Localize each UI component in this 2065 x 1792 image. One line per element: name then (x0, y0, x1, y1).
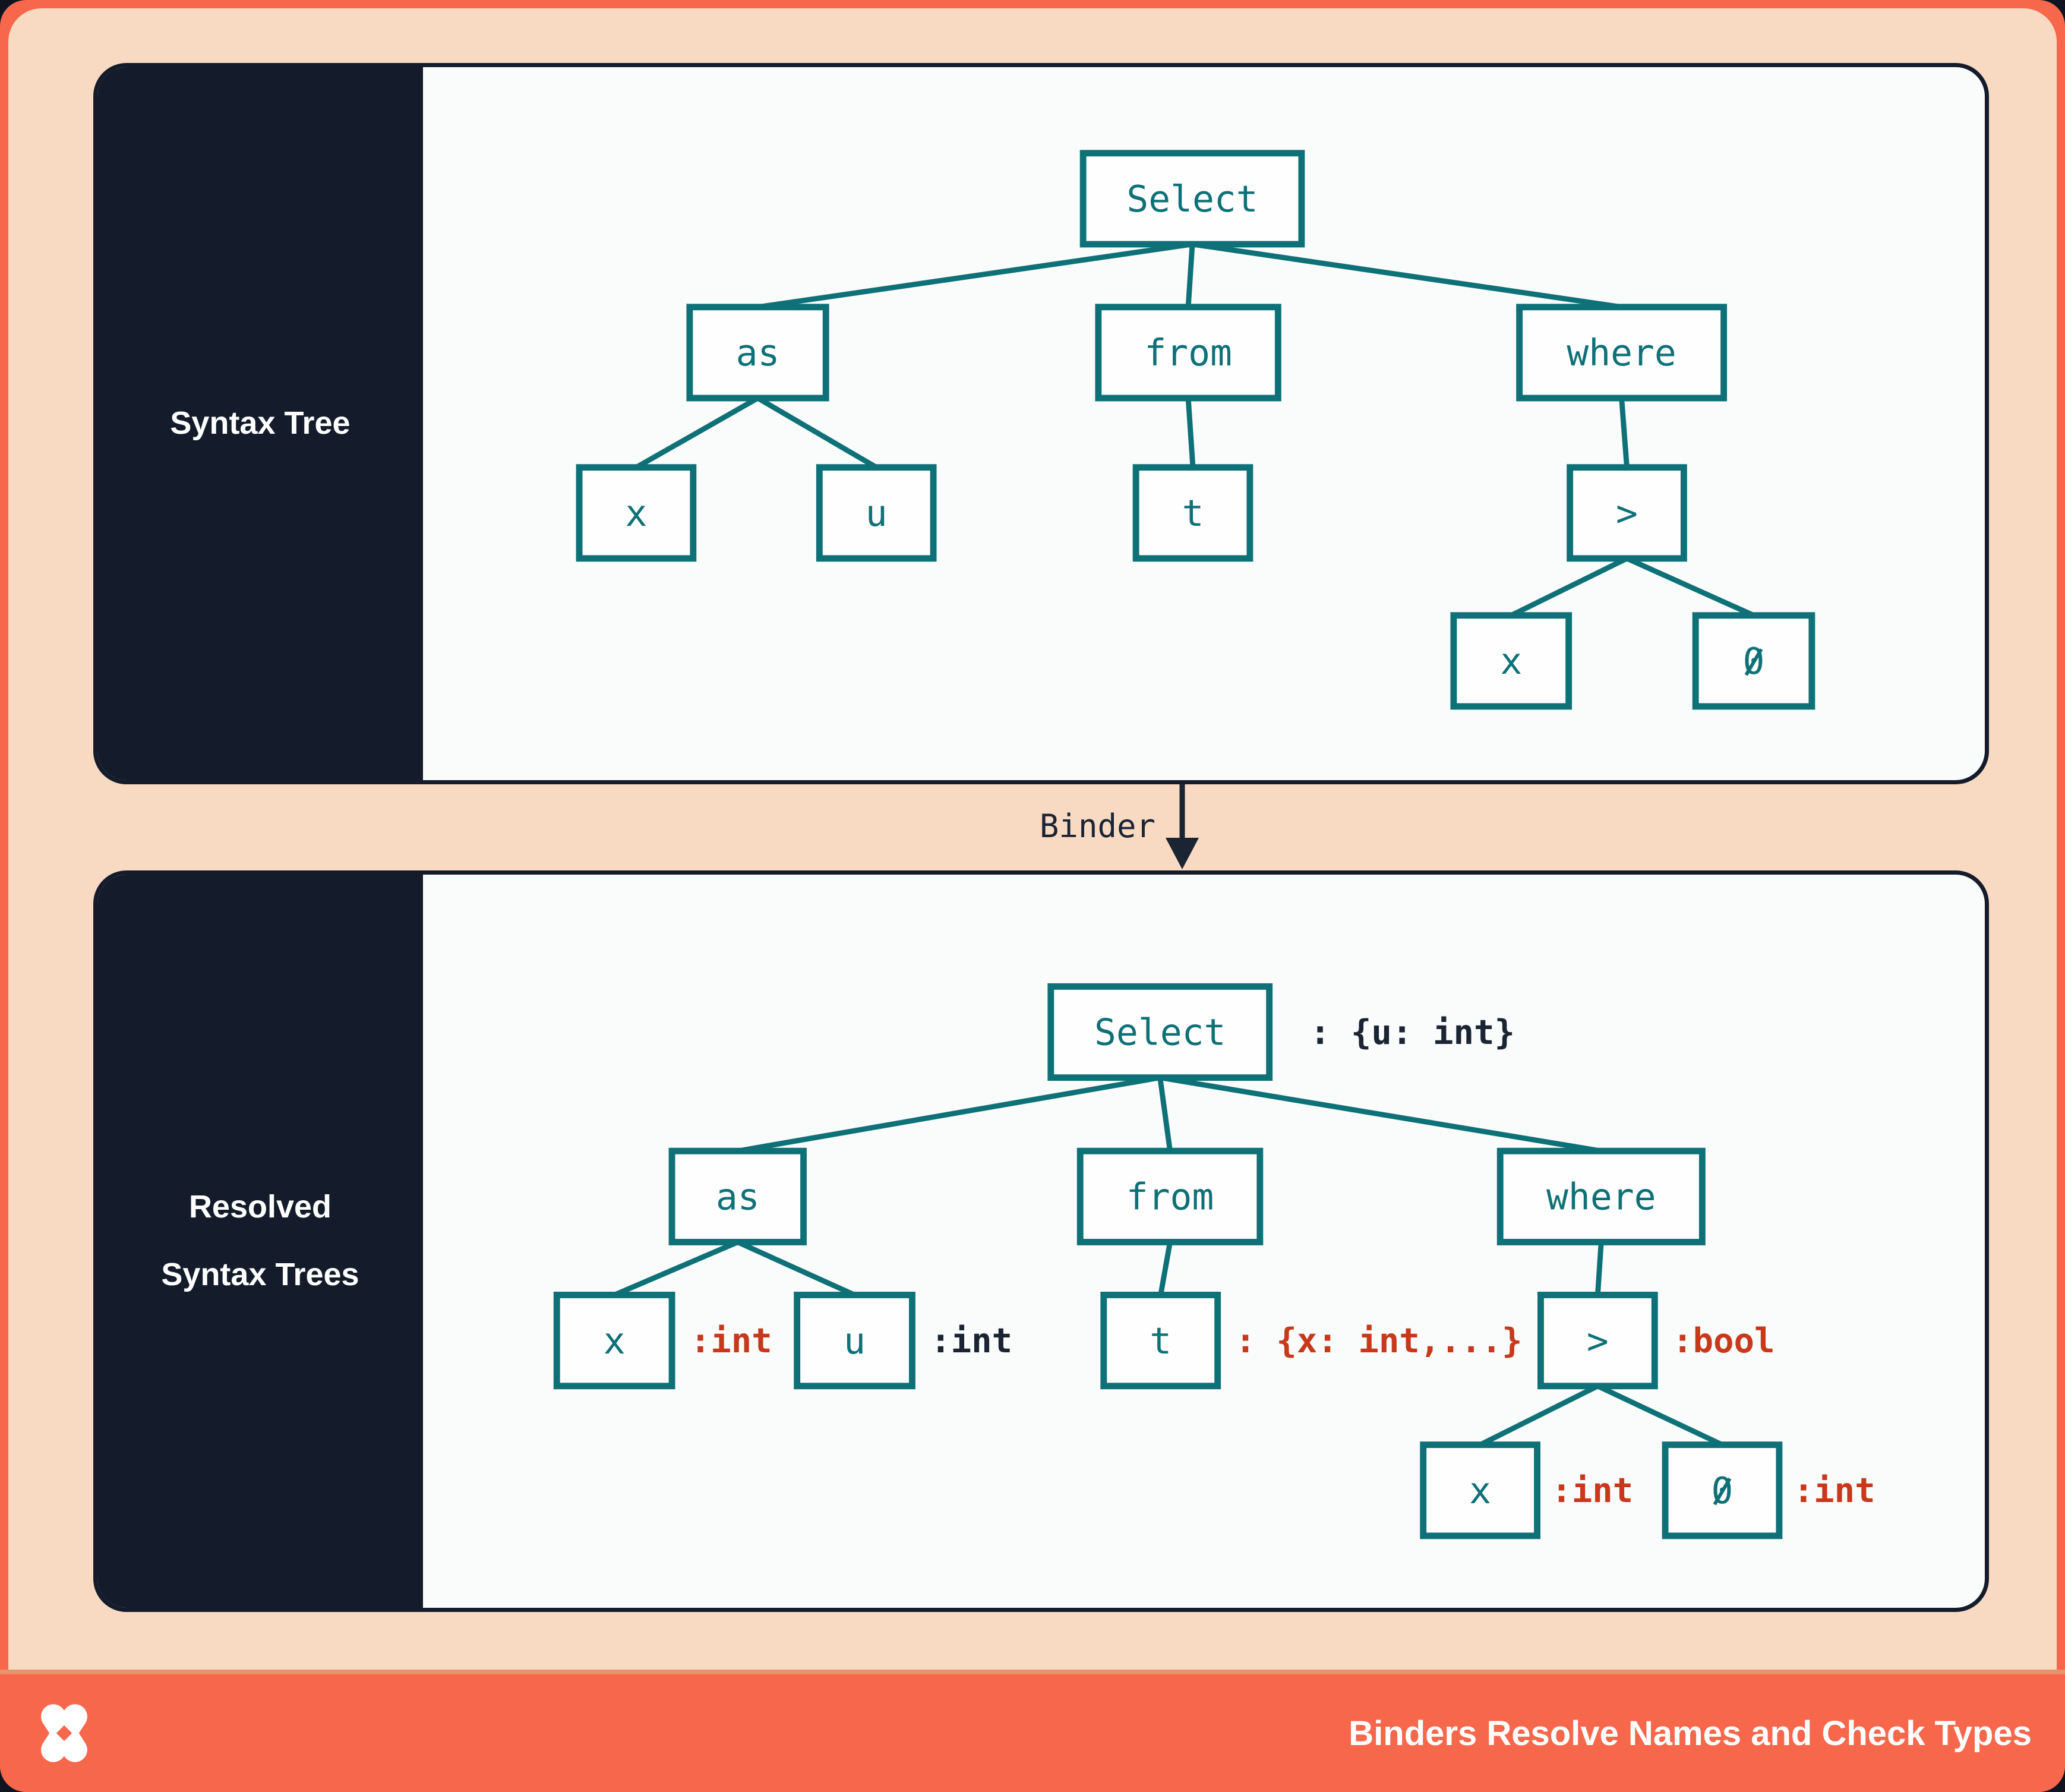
edge-from-t (1158, 1241, 1173, 1296)
edge-as-x1 (634, 396, 759, 470)
tree-node-from: from (1076, 1147, 1264, 1245)
tree-node-select: Select (1079, 150, 1305, 248)
resolved-syntax-trees-panel: Resolved Syntax Trees Select : {u: int} as… (93, 870, 1989, 1612)
tree-node-label-x3: x (1469, 1470, 1491, 1512)
tree-node-gt: > :bool (1537, 1292, 1775, 1390)
tree-node-where: where (1516, 304, 1728, 402)
edge-select-as (757, 241, 1193, 310)
edge-where-gt (1619, 397, 1630, 468)
edge-as-x1 (613, 1239, 739, 1298)
tree-node-x1: x (576, 464, 697, 562)
tree-node-where: where (1496, 1147, 1706, 1245)
edge-where-gt (1594, 1242, 1604, 1295)
tree-node-label-where: where (1567, 332, 1676, 374)
binder-arrow-icon (1166, 784, 1199, 869)
edge-as-u (736, 1239, 856, 1298)
tree-node-label-u: u (866, 493, 888, 535)
edge-select-from (1157, 1077, 1173, 1151)
tree-node-label-select: Select (1094, 1012, 1226, 1054)
tree-node-x2: x (1450, 612, 1573, 710)
binder-transition: Binder (0, 784, 2065, 870)
x-pinwheel-logo-icon (41, 1704, 87, 1762)
syntax-tree-panel-sidebar: Syntax Tree (97, 67, 423, 780)
resolved-panel-label-line2: Syntax Trees (161, 1257, 359, 1292)
tree-node-t: t : {x: int,...} (1100, 1292, 1522, 1390)
binder-label: Binder (1039, 807, 1155, 845)
syntax-tree-panel-label: Syntax Tree (170, 405, 351, 441)
tree-node-label-from: from (1126, 1176, 1214, 1219)
tree-node-from: from (1095, 304, 1281, 402)
tree-node-label-x1: x (604, 1320, 626, 1362)
resolved-panel-sidebar: Resolved Syntax Trees (97, 875, 423, 1608)
tree-node-x3: x :int (1420, 1441, 1633, 1539)
tree-node-gt: > (1567, 464, 1687, 562)
type-annotation-gt: :bool (1672, 1321, 1775, 1361)
edge-gt-x2 (1510, 556, 1628, 618)
tree-node-label-x2: x (1500, 641, 1522, 683)
tree-node-u: u (816, 464, 937, 562)
tree-node-select: Select : {u: int} (1047, 983, 1515, 1081)
tree-node-zero: 0:int (1662, 1441, 1875, 1539)
tree-node-zero: 0 (1692, 612, 1815, 710)
tree-node-label-t: t (1150, 1320, 1172, 1362)
edge-select-where (1159, 1075, 1602, 1154)
tree-node-x1: x :int (553, 1292, 772, 1390)
edge-select-from (1185, 244, 1195, 308)
tree-node-t: t (1132, 464, 1253, 562)
type-annotation-x3: :int (1551, 1471, 1633, 1510)
type-annotation-x1: :int (690, 1321, 772, 1361)
footer-title: Binders Resolve Names and Check Types (1349, 1714, 2032, 1753)
edge-gt-x3 (1479, 1383, 1599, 1447)
edge-select-as (737, 1075, 1161, 1154)
resolved-syntax-tree-diagram: Select : {u: int} as from where x :int u :int t : … (553, 983, 1875, 1539)
slashed-zero-mark-zero (1744, 648, 1763, 676)
tree-node-label-as: as (736, 332, 780, 374)
tree-node-label-from: from (1144, 332, 1232, 374)
tree-node-label-gt: > (1587, 1320, 1609, 1362)
tree-node-as: as (668, 1147, 807, 1245)
type-annotation-u: :int (930, 1321, 1012, 1361)
edge-gt-zero (1596, 1383, 1723, 1447)
footer-bar: Binders Resolve Names and Check Types (0, 1670, 2065, 1792)
tree-node-label-select: Select (1126, 178, 1258, 220)
resolved-panel-label-line1: Resolved (188, 1189, 332, 1225)
tree-node-label-x1: x (626, 493, 648, 535)
tree-node-label-u: u (844, 1320, 866, 1362)
edge-gt-zero (1625, 556, 1755, 618)
type-annotation-t: : {x: int,...} (1235, 1321, 1522, 1361)
tree-node-label-t: t (1182, 493, 1204, 535)
tree-node-u: u :int (794, 1292, 1012, 1390)
type-annotation-zero: :int (1794, 1471, 1875, 1510)
tree-node-as: as (686, 304, 829, 402)
edge-as-u (756, 396, 878, 470)
syntax-tree-panel: Syntax Tree Select as from where x u t > x 0 (93, 63, 1989, 784)
edge-from-t (1185, 397, 1196, 468)
slashed-zero-mark-zero (1713, 1477, 1732, 1506)
tree-node-label-as: as (716, 1176, 760, 1219)
syntax-tree-diagram: Select as from where x u t > x 0 (576, 150, 1815, 710)
tree-node-label-where: where (1546, 1176, 1656, 1219)
type-annotation-select: : {u: int} (1310, 1012, 1515, 1052)
edge-select-where (1192, 241, 1622, 310)
tree-node-label-gt: > (1616, 493, 1638, 535)
